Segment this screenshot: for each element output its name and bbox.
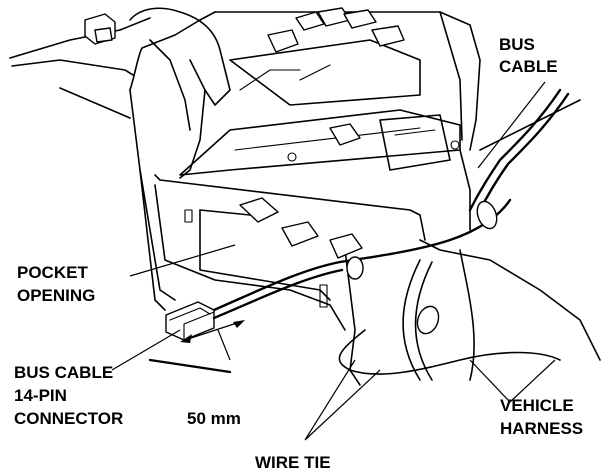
vehicle-harness-label-line1: VEHICLE — [500, 396, 574, 415]
connector-label-line2: 14-PIN — [14, 386, 67, 405]
connectors — [84, 7, 405, 341]
dimension-label: 50 mm — [187, 409, 241, 428]
connector-label-line1: BUS CABLE — [14, 363, 113, 382]
connector-label-line3: CONNECTOR — [14, 409, 123, 428]
bus-cable-label-line2: CABLE — [499, 57, 558, 76]
cables — [212, 88, 570, 381]
bus-cable-label-line1: BUS — [499, 35, 535, 54]
hand-illustration — [129, 7, 231, 179]
vehicle-harness-label-line2: HARNESS — [500, 419, 583, 438]
pocket-opening-label-line2: OPENING — [17, 286, 95, 305]
pocket-opening-label-line1: POCKET — [17, 263, 88, 282]
leader-lines — [111, 81, 556, 441]
wire-tie-label: WIRE TIE — [255, 453, 331, 472]
dashboard-structure — [9, 11, 601, 386]
labels: BUS CABLE POCKET OPENING BUS CABLE 14-PI… — [14, 35, 583, 472]
